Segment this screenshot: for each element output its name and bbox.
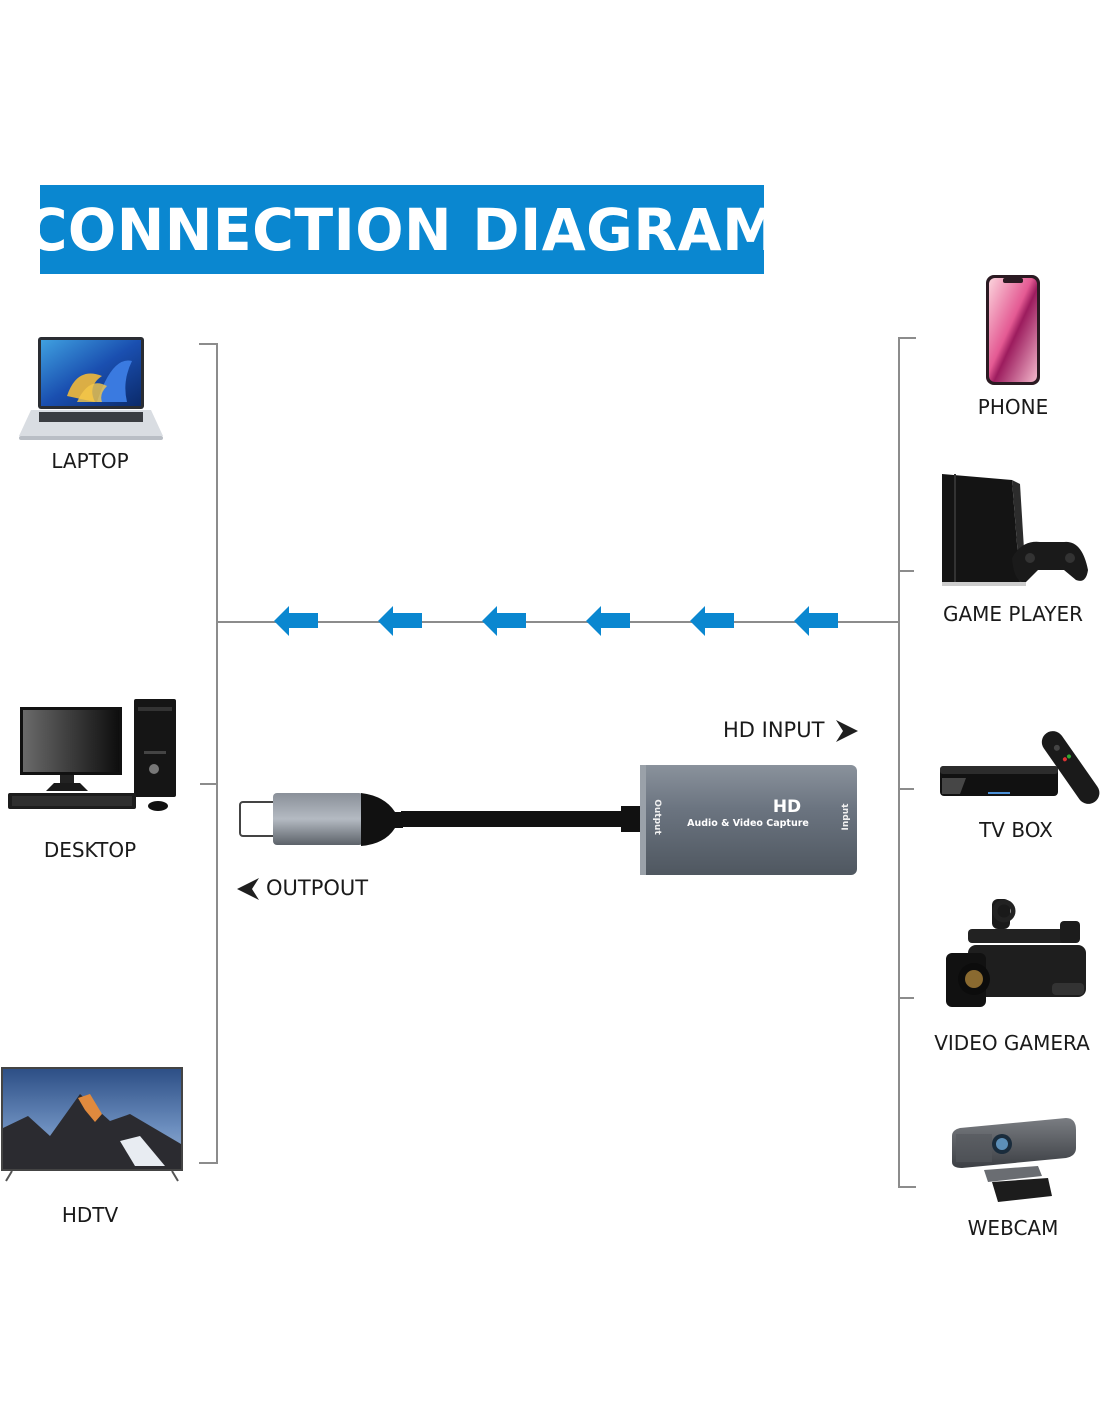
flow-arrow-left-icon: [794, 606, 838, 636]
device-label-webcam: WEBCAM: [967, 1216, 1059, 1240]
device-label-game-player: GAME PLAYER: [943, 602, 1083, 626]
device-label-tv-box: TV BOX: [979, 818, 1053, 842]
left-bracket-vertical: [216, 343, 218, 1163]
game-console-icon: [942, 474, 1088, 586]
signal-flow-line: [218, 621, 898, 623]
laptop-icon: [19, 337, 163, 440]
left-bracket-bottom-tick: [199, 1162, 218, 1164]
output-label: OUTPOUT: [266, 876, 369, 900]
flow-arrow-left-icon: [586, 606, 630, 636]
chevron-left-icon: [237, 878, 259, 900]
right-bracket-tick-tvbox: [898, 788, 914, 790]
video-camera-icon: [946, 899, 1086, 1007]
port-output-text: Output: [652, 799, 662, 835]
webcam-icon: [952, 1118, 1076, 1202]
flow-arrow-left-icon: [482, 606, 526, 636]
right-bracket-vertical: [898, 337, 900, 1188]
capture-card-adapter: Output Input HD Audio & Video Capture: [239, 765, 857, 875]
hd-input-label: HD INPUT: [723, 718, 825, 742]
smartphone-icon: [986, 275, 1040, 385]
title-banner: CONNECTION DIAGRAM: [25, 185, 778, 274]
left-bracket-top-tick: [199, 343, 218, 345]
device-label-video-camera: VIDEO GAMERA: [934, 1031, 1090, 1055]
device-label-desktop: DESKTOP: [43, 838, 137, 862]
port-input-text: Input: [841, 803, 851, 831]
right-bracket-tick-phone: [898, 337, 916, 339]
chevron-right-icon: [836, 720, 858, 742]
hd-logo: HD: [773, 797, 801, 817]
device-label-phone: PHONE: [977, 395, 1049, 419]
desktop-computer-icon: [8, 699, 176, 811]
product-text: Audio & Video Capture: [687, 818, 809, 829]
left-bracket-mid-tick: [200, 783, 218, 785]
diagram-title: CONNECTION DIAGRAM: [25, 195, 779, 264]
device-label-hdtv: HDTV: [61, 1203, 119, 1227]
flow-arrow-left-icon: [690, 606, 734, 636]
flow-arrow-left-icon: [274, 606, 318, 636]
right-bracket-tick-game: [898, 570, 914, 572]
right-bracket-tick-camera: [898, 997, 914, 999]
flow-arrow-left-icon: [378, 606, 422, 636]
television-icon: [1, 1067, 183, 1182]
right-bracket-tick-webcam: [898, 1186, 916, 1188]
device-label-laptop: LAPTOP: [51, 449, 129, 473]
tv-box-icon: [940, 731, 1100, 804]
